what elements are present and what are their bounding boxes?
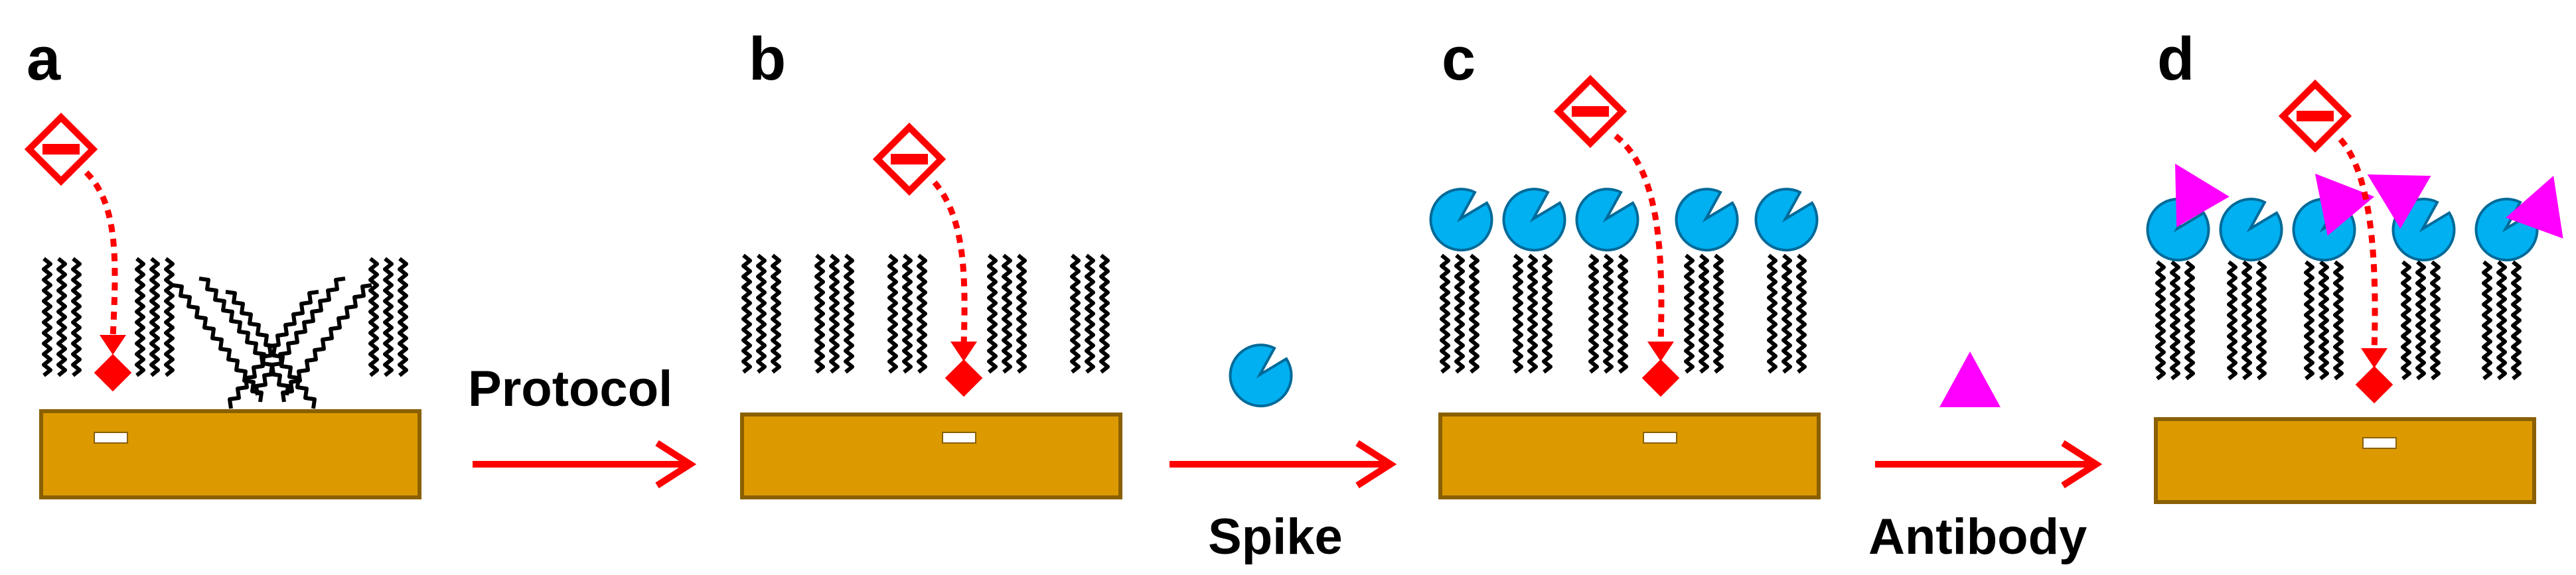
redox-probe-icon <box>29 117 93 181</box>
diffusion-path <box>932 180 968 346</box>
step-protocol: Protocol <box>468 361 697 489</box>
panel-d: d <box>2146 25 2576 504</box>
electrode-icon <box>740 413 1122 499</box>
step-label-antibody: Antibody <box>1868 509 2087 565</box>
reduced-probe-icon <box>94 353 132 392</box>
panel-a: a <box>27 25 421 499</box>
step-antibody: Antibody <box>1868 351 2103 565</box>
spike-protein-icon <box>1429 188 1819 252</box>
reduced-probe-icon <box>945 359 983 397</box>
redox-probe-icon <box>2283 84 2347 148</box>
panel-letter-a: a <box>27 25 61 93</box>
spike-protein-icon <box>1229 344 1293 408</box>
thiol-chain-icon <box>44 259 406 375</box>
panel-letter-c: c <box>1442 25 1476 93</box>
panel-letter-b: b <box>749 25 786 93</box>
electrode-site <box>94 432 128 444</box>
electrode-icon <box>2154 417 2536 504</box>
arrowhead-protocol <box>655 440 697 489</box>
reduced-probe-icon <box>1641 359 1680 397</box>
electrode-icon <box>1438 413 1821 499</box>
electrode-site <box>2362 437 2397 449</box>
diffusion-arrowhead <box>2361 348 2387 368</box>
arrowhead-spike <box>1355 440 1397 489</box>
step-spike: Spike <box>1170 344 1397 565</box>
antibody-icon <box>1939 351 2001 407</box>
thiol-chain-icon <box>1442 255 1805 372</box>
reduced-probe-icon <box>2355 365 2393 404</box>
redox-probe-icon <box>877 127 941 191</box>
panel-letter-d: d <box>2157 25 2194 93</box>
diffusion-path <box>84 170 118 339</box>
tangled-chains <box>173 279 372 409</box>
step-label-spike: Spike <box>1208 509 1343 565</box>
thiol-chain-icon <box>743 255 1108 372</box>
step-label-protocol: Protocol <box>468 361 672 417</box>
electrode-site <box>1643 432 1677 444</box>
diffusion-arrowhead <box>100 335 126 355</box>
diffusion-arrowhead <box>1647 342 1674 361</box>
panel-c: c <box>1429 25 1821 499</box>
arrowhead-antibody <box>2061 440 2103 489</box>
diffusion-path <box>2338 137 2378 352</box>
electrode-icon <box>39 409 421 499</box>
panel-b: b <box>740 25 1122 499</box>
thiol-chain-icon <box>2157 262 2520 379</box>
redox-probe-icon <box>1558 80 1622 143</box>
diffusion-arrowhead <box>950 342 977 361</box>
electrode-site <box>942 432 976 444</box>
